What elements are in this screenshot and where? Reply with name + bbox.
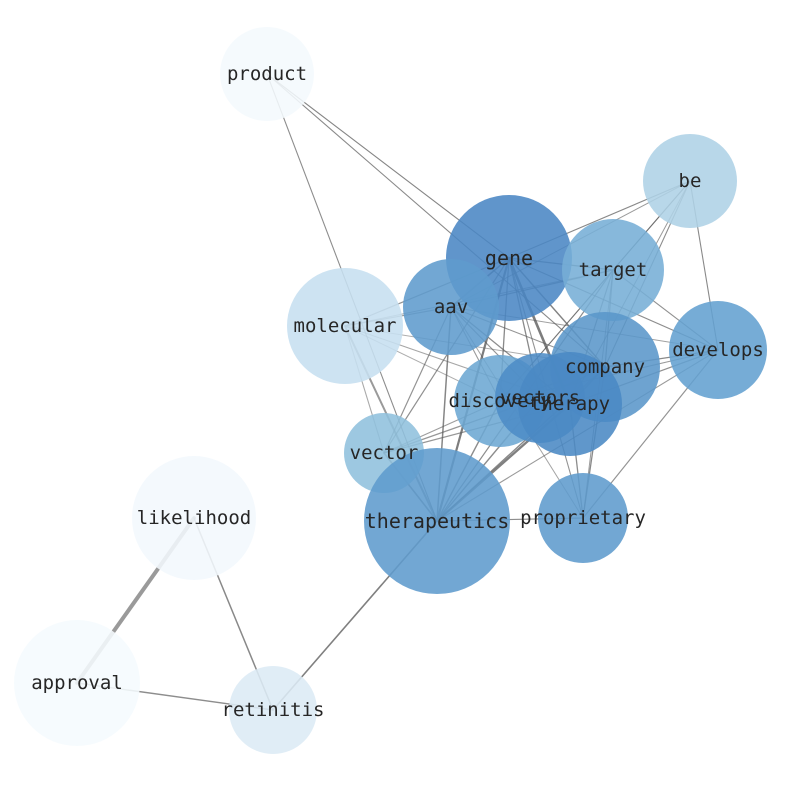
graph-node-proprietary[interactable] (538, 473, 628, 563)
graph-node-retinitis[interactable] (229, 666, 317, 754)
graph-edge (266, 73, 606, 368)
graph-node-develops[interactable] (669, 301, 767, 399)
graph-node-likelihood[interactable] (132, 456, 256, 580)
graph-node-therapeutics[interactable] (364, 448, 510, 594)
graph-node-molecular[interactable] (287, 268, 403, 384)
graph-node-product[interactable] (220, 27, 314, 121)
graph-node-therapy[interactable] (518, 352, 622, 456)
graph-node-be[interactable] (643, 134, 737, 228)
graph-node-aav[interactable] (403, 259, 499, 355)
graph-node-approval[interactable] (14, 620, 140, 746)
graph-node-target[interactable] (562, 219, 664, 321)
